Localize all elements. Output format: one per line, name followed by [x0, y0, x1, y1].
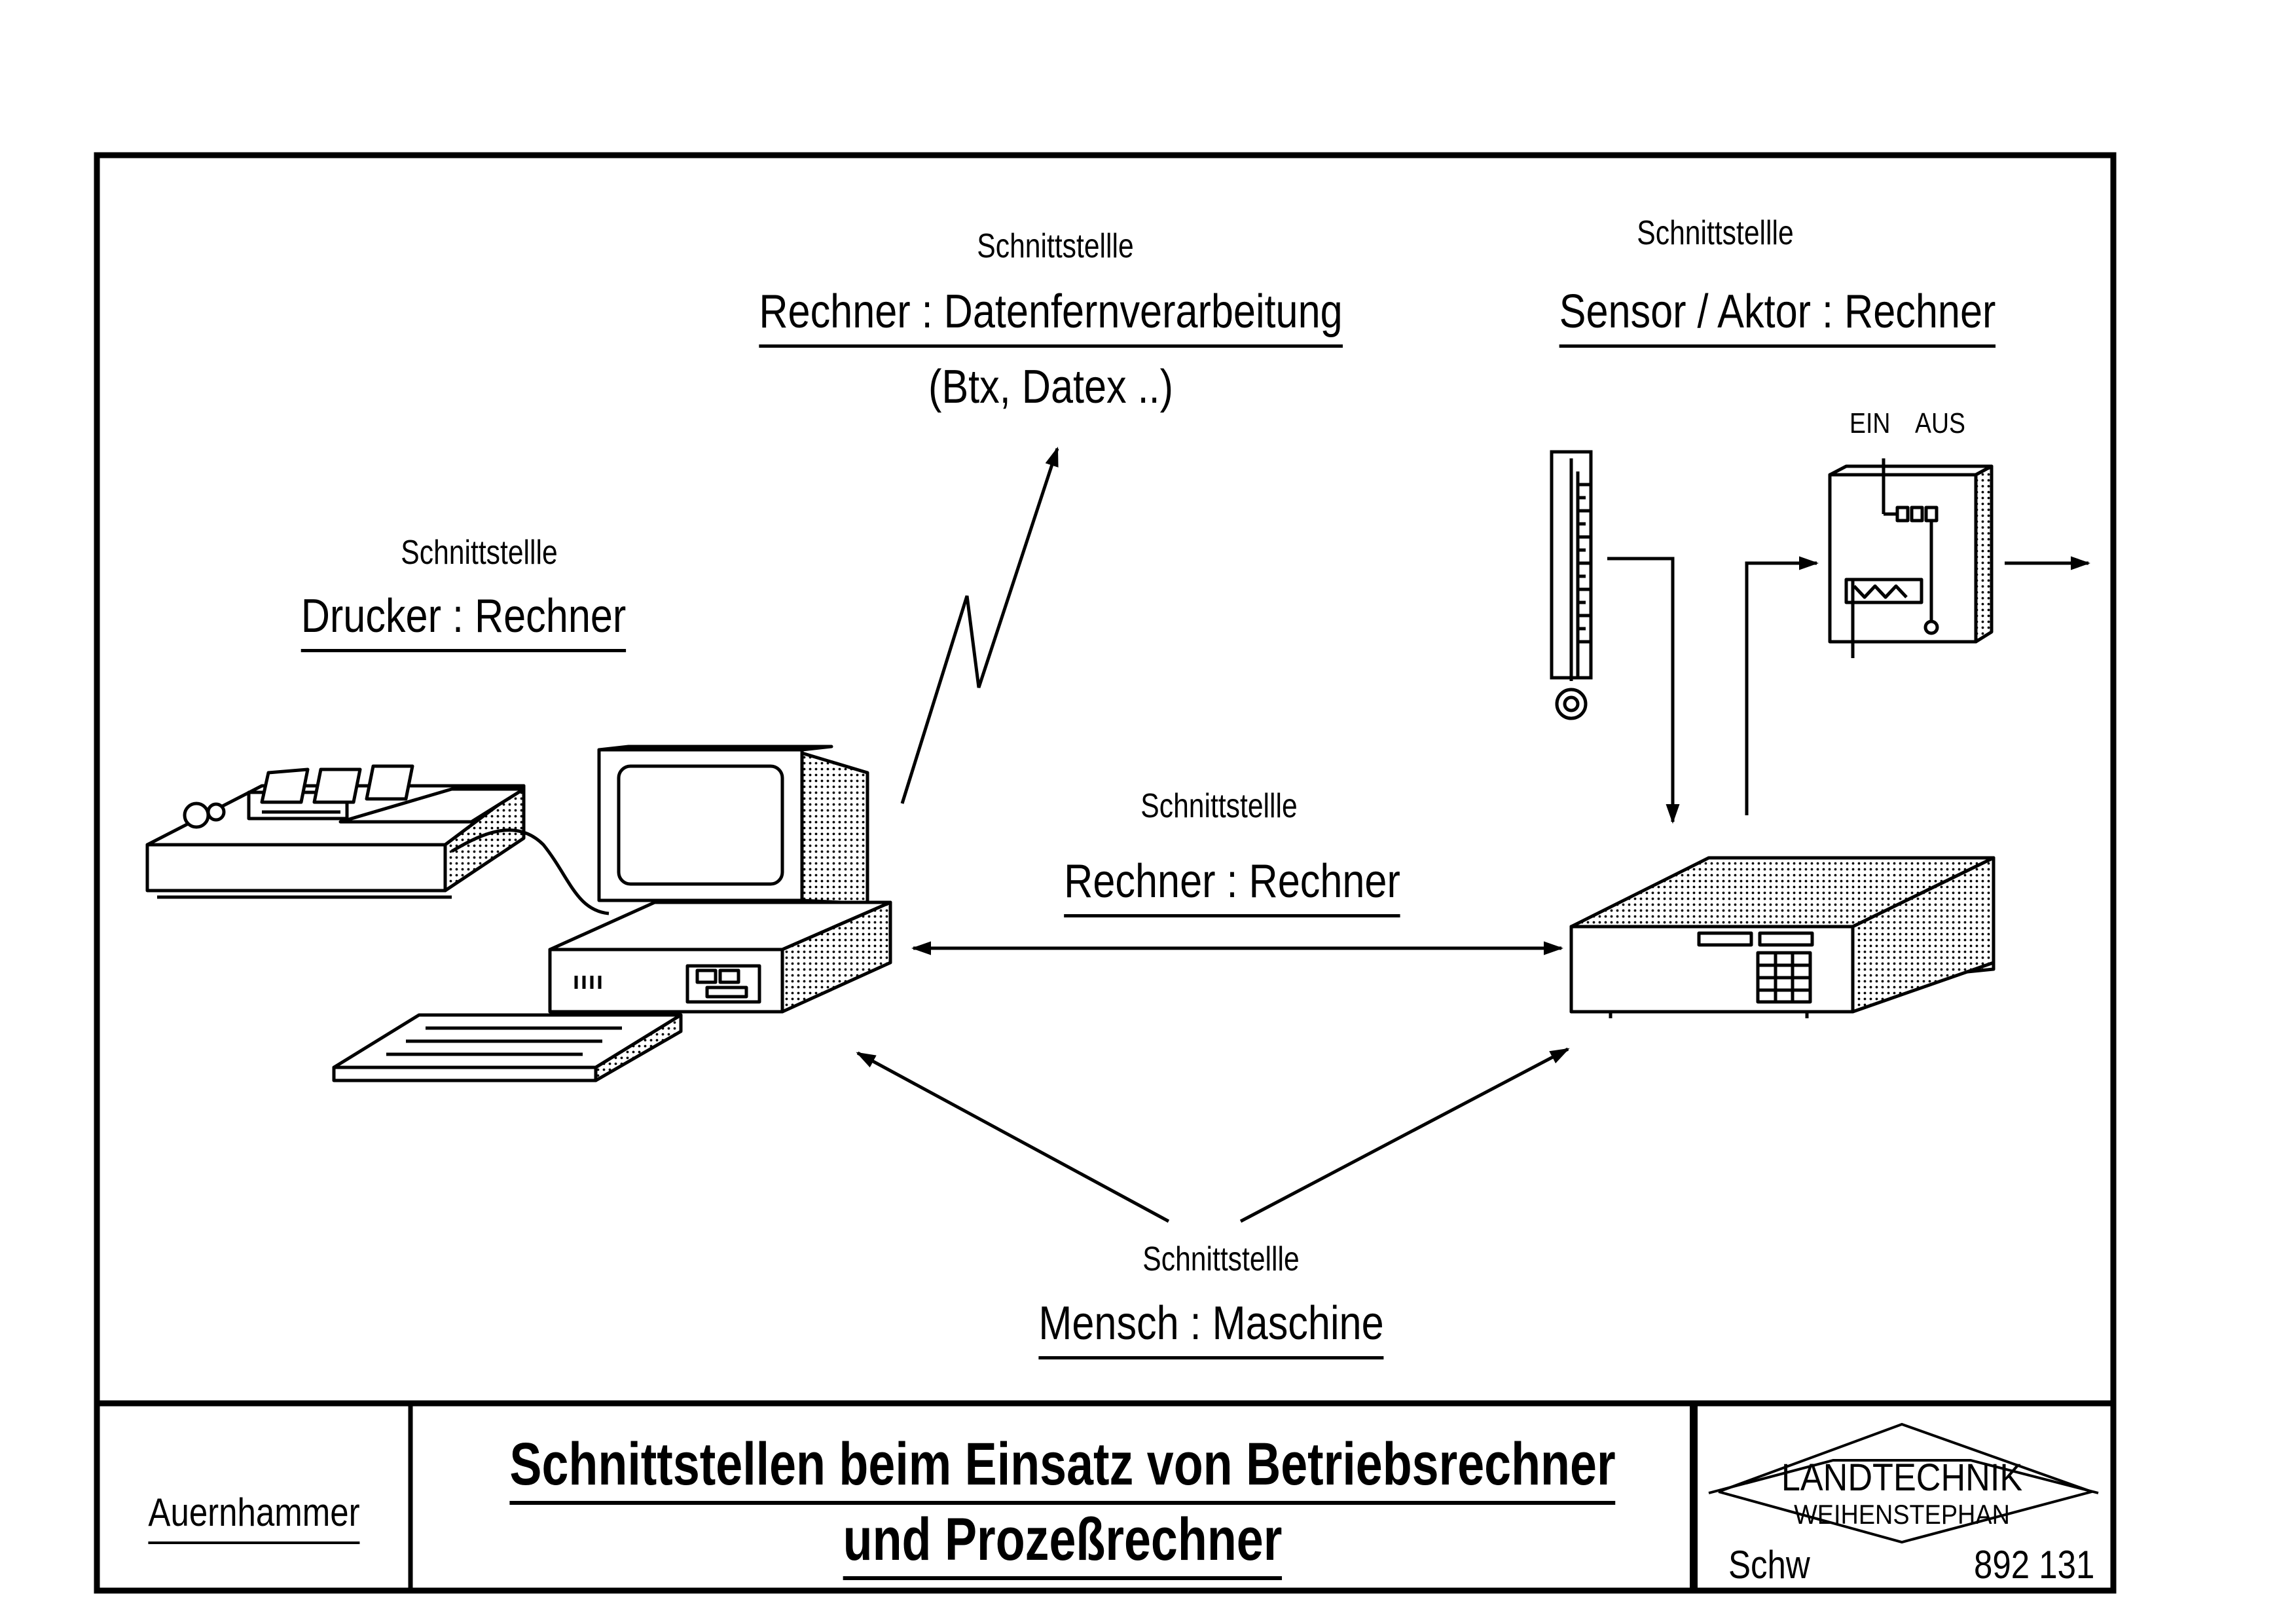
drawing-title-line2: und Prozeßrechner — [843, 1509, 1283, 1580]
drawing-number: 892 131 — [1974, 1543, 2095, 1587]
sensor-signal-arrow — [1607, 557, 1680, 824]
drawing-frame — [94, 152, 2117, 1594]
human-to-workstation-arrow — [856, 1051, 1170, 1223]
logo-text-landtechnik: LANDTECHNIK — [1781, 1456, 2023, 1499]
author-name: Auernhammer — [148, 1493, 360, 1544]
remote-interface-kicker: Schnittstellle — [977, 227, 1134, 265]
thermometer-icon — [1550, 450, 1593, 720]
printer-cable — [450, 828, 610, 915]
remote-interface-note: (Btx, Datex ..) — [928, 361, 1174, 413]
relay-box-icon — [1828, 458, 1994, 658]
human-machine-interface-heading: Mensch : Maschine — [1038, 1300, 1384, 1359]
actuator-signal-arrow — [1745, 556, 1819, 815]
workstation-icon — [332, 745, 892, 1082]
sensor-interface-heading: Sensor / Aktor : Rechner — [1559, 288, 1996, 348]
logo-text-weihenstephan: WEIHENSTEPHAN — [1794, 1499, 2010, 1530]
remote-interface-heading: Rechner : Datenfernverarbeitung — [759, 288, 1343, 348]
printer-icon — [145, 764, 526, 899]
computer-interface-heading: Rechner : Rechner — [1064, 858, 1400, 917]
printer-interface-kicker: Schnittstellle — [401, 534, 558, 572]
sensor-interface-kicker: Schnittstellle — [1637, 214, 1794, 252]
drawing-title-line1: Schnittstellen beim Einsatz von Betriebs… — [509, 1434, 1616, 1505]
human-machine-interface-kicker: Schnittstellle — [1142, 1240, 1300, 1278]
relay-on-label: EIN — [1850, 407, 1891, 439]
relay-off-label: AUS — [1915, 407, 1965, 439]
remote-link-arrow — [900, 447, 1059, 804]
computer-interface-kicker: Schnittstellle — [1140, 787, 1298, 825]
logo-outline-top — [1708, 1459, 2099, 1494]
human-to-process-arrow — [1239, 1047, 1570, 1223]
logo-outline-shape — [1718, 1422, 2096, 1544]
printer-interface-heading: Drucker : Rechner — [301, 593, 627, 652]
drawn-by-label: Schw — [1728, 1543, 1810, 1587]
process-computer-icon — [1569, 856, 1995, 1018]
